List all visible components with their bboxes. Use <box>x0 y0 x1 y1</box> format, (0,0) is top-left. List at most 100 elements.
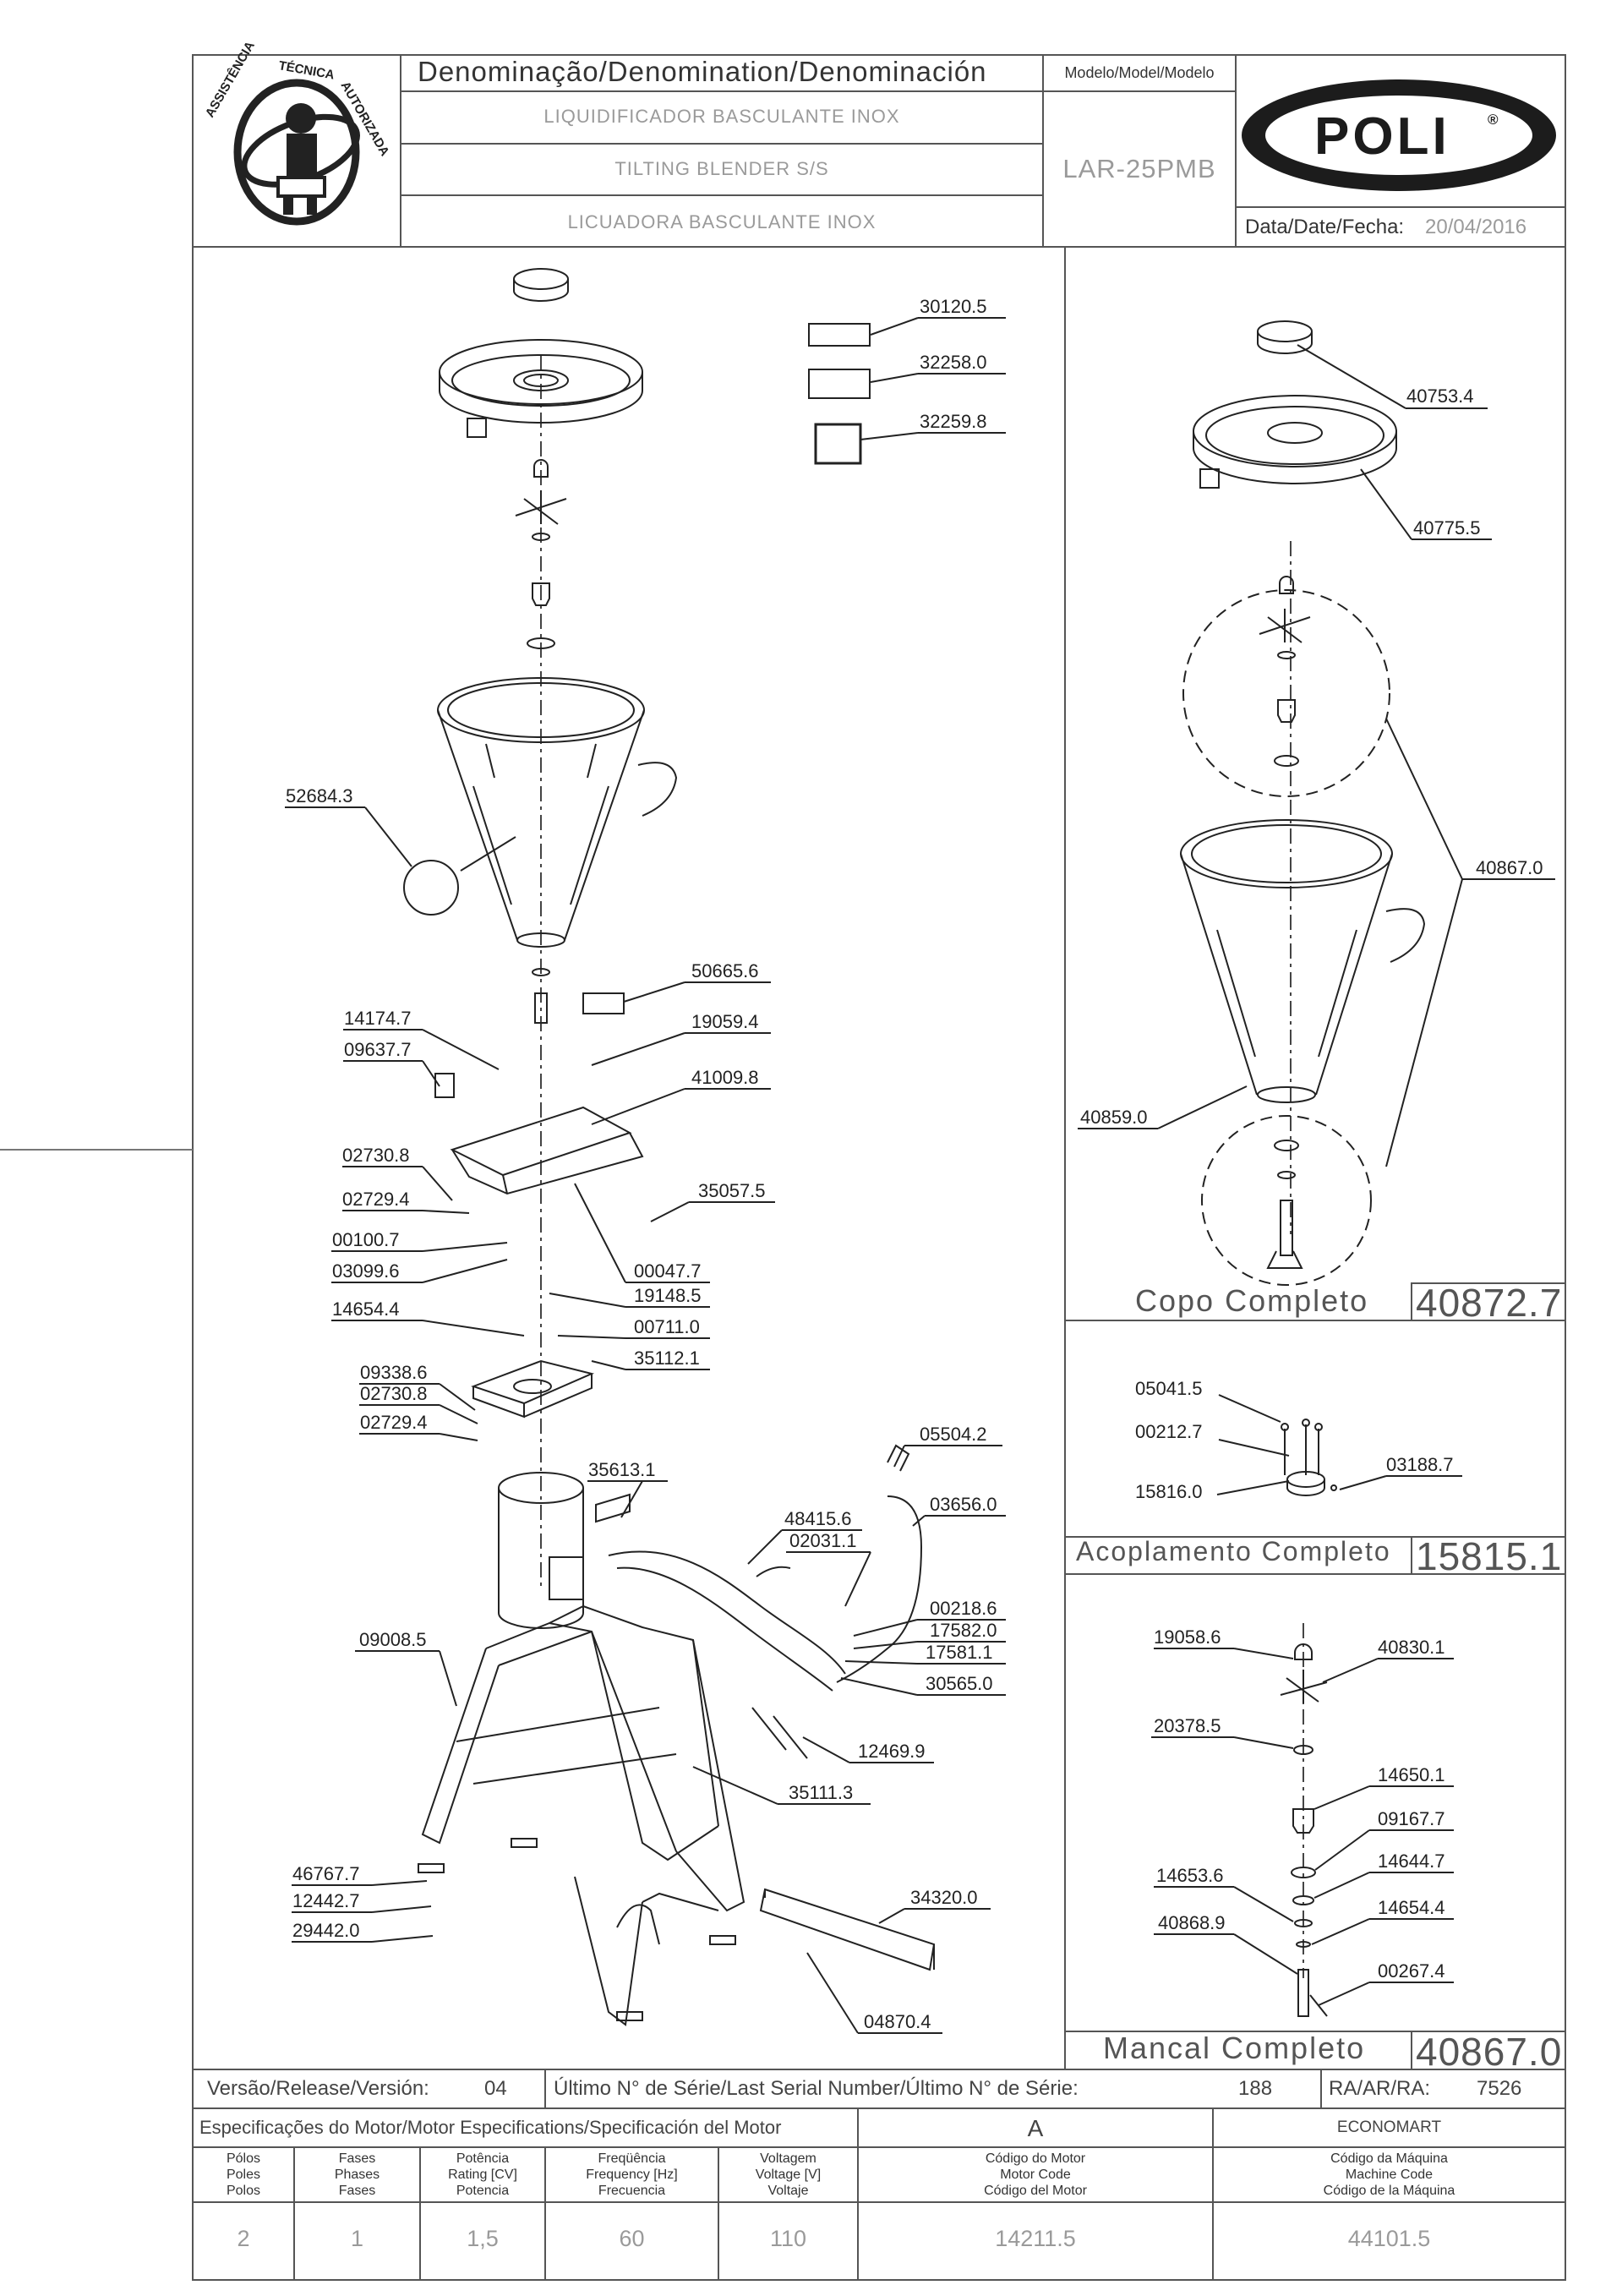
spec-header-phases: Fases Phases Fases <box>334 2151 380 2198</box>
part-label: 14174.7 <box>344 1008 412 1029</box>
part-label: 03656.0 <box>930 1494 997 1515</box>
spec-value-voltage: 110 <box>769 2226 807 2251</box>
part-label: 02730.8 <box>360 1383 428 1404</box>
part-label: 41009.8 <box>691 1067 759 1088</box>
spec-header-rating: Potência Rating [CV] Potencia <box>448 2151 517 2198</box>
part-label: 52684.3 <box>286 785 353 806</box>
spec-header-motor-code: Código do Motor Motor Code Código del Mo… <box>984 2151 1087 2198</box>
part-label: 12442.7 <box>292 1890 360 1911</box>
product-name-en: TILTING BLENDER S/S <box>614 158 829 179</box>
brand-name: POLI <box>1314 107 1450 166</box>
acoplamento-completo-title: Acoplamento Completo <box>1076 1536 1391 1566</box>
version-label: Versão/Release/Versión: <box>207 2077 429 2100</box>
part-label: 09167.7 <box>1378 1808 1445 1829</box>
motor-letter: A <box>1027 2115 1044 2141</box>
version-value: 04 <box>484 2077 507 2100</box>
part-label: 46767.7 <box>292 1863 360 1884</box>
part-label: 35111.3 <box>789 1782 854 1803</box>
mancal-completo-code: 40867.0 <box>1416 2030 1563 2074</box>
ra-value: 7526 <box>1477 2077 1522 2100</box>
product-name-es: LICUADORA BASCULANTE INOX <box>567 211 877 232</box>
part-label: 40753.4 <box>1406 385 1474 407</box>
part-label: 00711.0 <box>634 1316 700 1337</box>
part-label: 40868.9 <box>1158 1912 1226 1933</box>
part-label: 17581.1 <box>926 1642 993 1663</box>
part-label: 03188.7 <box>1386 1454 1454 1475</box>
part-label: 02729.4 <box>360 1412 428 1433</box>
part-label: 32258.0 <box>920 352 987 373</box>
part-label: 00218.6 <box>930 1598 997 1619</box>
part-label: 48415.6 <box>784 1508 852 1529</box>
part-label: 20378.5 <box>1154 1715 1221 1736</box>
spec-header-voltage: Voltagem Voltage [V] Voltaje <box>755 2151 822 2198</box>
part-label: 29442.0 <box>292 1920 360 1941</box>
part-label: 09637.7 <box>344 1039 412 1060</box>
part-label: 14654.4 <box>332 1298 400 1320</box>
part-label: 00047.7 <box>634 1260 702 1282</box>
model-title: Modelo/Model/Modelo <box>1064 64 1215 81</box>
part-label: 05504.2 <box>920 1424 987 1445</box>
part-label: 15816.0 <box>1135 1481 1203 1502</box>
part-label: 02031.1 <box>789 1530 857 1551</box>
part-label: 09008.5 <box>359 1629 427 1650</box>
spec-value-rating: 1,5 <box>467 2226 499 2251</box>
part-label: 40859.0 <box>1080 1107 1148 1128</box>
date-value: 20/04/2016 <box>1425 216 1527 238</box>
denomination-title: Denominação/Denomination/Denominación <box>418 56 987 87</box>
part-label: 02730.8 <box>342 1145 410 1166</box>
copo-completo-code: 40872.7 <box>1416 1281 1563 1325</box>
part-label: 17582.0 <box>930 1620 997 1641</box>
part-label: 50665.6 <box>691 960 759 981</box>
brand-registered-mark: ® <box>1488 112 1499 128</box>
part-label: 35112.1 <box>634 1348 700 1369</box>
part-label: 32259.8 <box>920 411 987 432</box>
product-name-pt: LIQUIDIFICADOR BASCULANTE INOX <box>543 106 900 127</box>
part-label: 00100.7 <box>332 1229 400 1250</box>
spec-header-poles: Pólos Poles Polos <box>226 2151 261 2198</box>
spec-header-frequency: Freqüência Frequency [Hz] Frecuencia <box>586 2151 678 2198</box>
model-value: LAR-25PMB <box>1062 154 1216 183</box>
copo-completo-title: Copo Completo <box>1135 1283 1369 1318</box>
part-label: 04870.4 <box>864 2011 931 2032</box>
part-label: 19058.6 <box>1154 1626 1221 1648</box>
part-label: 35613.1 <box>588 1459 656 1480</box>
part-label: 14653.6 <box>1156 1865 1224 1886</box>
part-label: 14654.4 <box>1378 1897 1445 1918</box>
mancal-completo-title: Mancal Completo <box>1103 2031 1366 2065</box>
serial-value: 188 <box>1238 2077 1273 2100</box>
spec-value-machine-code: 44101.5 <box>1347 2226 1431 2251</box>
serial-label: Último N° de Série/Last Serial Number/Úl… <box>554 2077 1079 2100</box>
acoplamento-completo-code: 15815.1 <box>1416 1534 1563 1578</box>
part-label: 14650.1 <box>1378 1764 1445 1785</box>
motor-specs-title: Especificações do Motor/Motor Especifica… <box>199 2117 782 2138</box>
spec-value-phases: 1 <box>350 2226 364 2251</box>
part-label: 30120.5 <box>920 296 987 317</box>
part-label: 05041.5 <box>1135 1378 1203 1399</box>
part-label: 40830.1 <box>1378 1637 1445 1658</box>
spec-value-motor-code: 14211.5 <box>995 2226 1076 2251</box>
part-label: 00212.7 <box>1135 1421 1203 1442</box>
economart-label: ECONOMART <box>1336 2118 1442 2136</box>
part-label: 00267.4 <box>1378 1960 1445 1982</box>
spec-value-poles: 2 <box>237 2226 250 2251</box>
part-label: 02729.4 <box>342 1189 410 1210</box>
part-label: 19148.5 <box>634 1285 702 1306</box>
part-label: 34320.0 <box>910 1887 978 1908</box>
date-label: Data/Date/Fecha: <box>1245 216 1405 238</box>
ra-label: RA/AR/RA: <box>1329 2077 1431 2100</box>
part-label: 40867.0 <box>1476 857 1543 878</box>
part-label: 14644.7 <box>1378 1850 1445 1872</box>
part-label: 35057.5 <box>698 1180 766 1201</box>
part-label: 12469.9 <box>858 1741 926 1762</box>
part-label: 03099.6 <box>332 1260 400 1282</box>
part-label: 30565.0 <box>926 1673 993 1694</box>
spec-header-machine-code: Código da Máquina Machine Code Código de… <box>1323 2151 1455 2198</box>
part-label: 19059.4 <box>691 1011 759 1032</box>
